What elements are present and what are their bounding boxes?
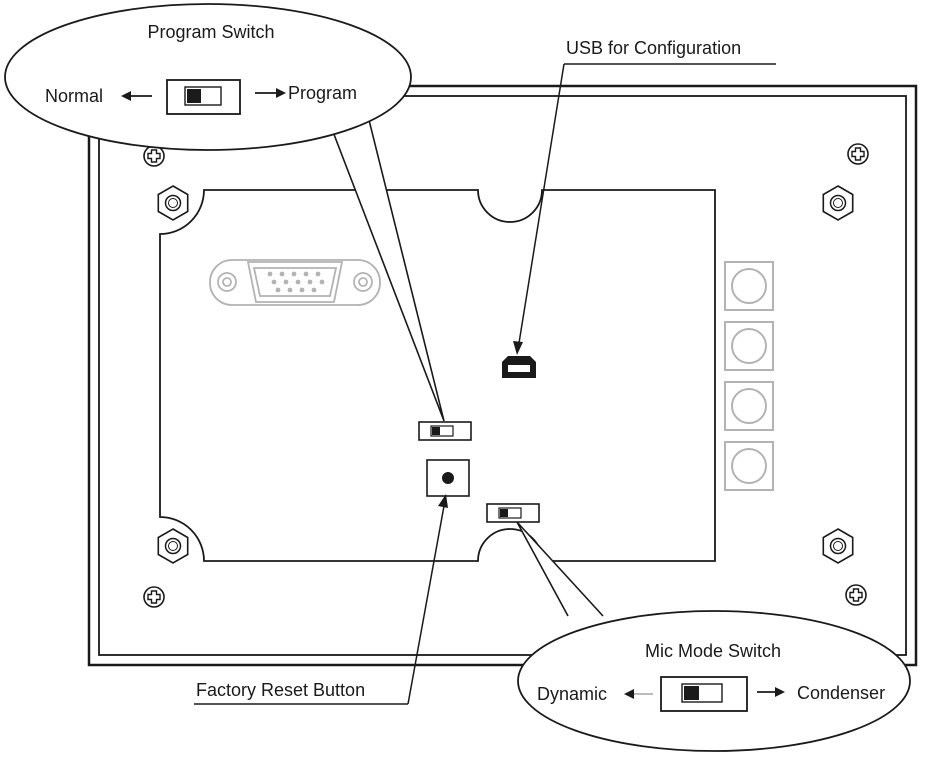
circuit-board-outline <box>159 189 716 562</box>
program-switch-program-label: Program <box>288 83 357 103</box>
mic-mode-callout-pointer <box>516 521 604 617</box>
usb-label: USB for Configuration <box>566 38 741 58</box>
panel-button-3 <box>724 381 774 431</box>
program-switch-normal-label: Normal <box>45 86 103 106</box>
slide-switch-icon <box>660 676 748 712</box>
arrow-right-icon <box>757 687 785 697</box>
panel-button-column <box>724 261 774 491</box>
screw-plus-icon <box>143 586 165 608</box>
arrow-left-icon <box>624 689 653 699</box>
hex-nut-icon <box>157 185 189 221</box>
panel-button-2 <box>724 321 774 371</box>
factory-reset-label: Factory Reset Button <box>196 680 365 700</box>
program-switch-on-board[interactable] <box>418 421 472 441</box>
vga-connector-icon <box>209 259 381 306</box>
screw-plus-icon <box>847 143 869 165</box>
mic-mode-condenser-label: Condenser <box>797 683 885 703</box>
mic-mode-dynamic-label: Dynamic <box>537 684 607 704</box>
usb-leader-arrow <box>513 63 565 355</box>
arrow-left-icon <box>121 91 152 101</box>
factory-reset-leader-arrow <box>407 494 448 705</box>
hex-nut-icon <box>157 528 189 564</box>
arrow-right-icon <box>255 88 286 98</box>
enclosure-frame <box>87 84 918 667</box>
panel-button-1 <box>724 261 774 311</box>
hex-nut-icon <box>822 185 854 221</box>
hex-nut-icon <box>822 528 854 564</box>
panel-button-4 <box>724 441 774 491</box>
mic-mode-title: Mic Mode Switch <box>645 641 781 661</box>
mic-mode-switch-on-board[interactable] <box>486 503 540 523</box>
usb-port-icon[interactable] <box>502 356 536 378</box>
program-switch-callout-pointer <box>329 115 445 422</box>
screw-plus-icon <box>845 584 867 606</box>
program-switch-callout-bubble <box>4 3 412 151</box>
push-button-icon[interactable] <box>426 459 470 497</box>
program-switch-title: Program Switch <box>147 22 274 42</box>
slide-switch-icon <box>166 79 241 115</box>
screw-plus-icon <box>143 145 165 167</box>
